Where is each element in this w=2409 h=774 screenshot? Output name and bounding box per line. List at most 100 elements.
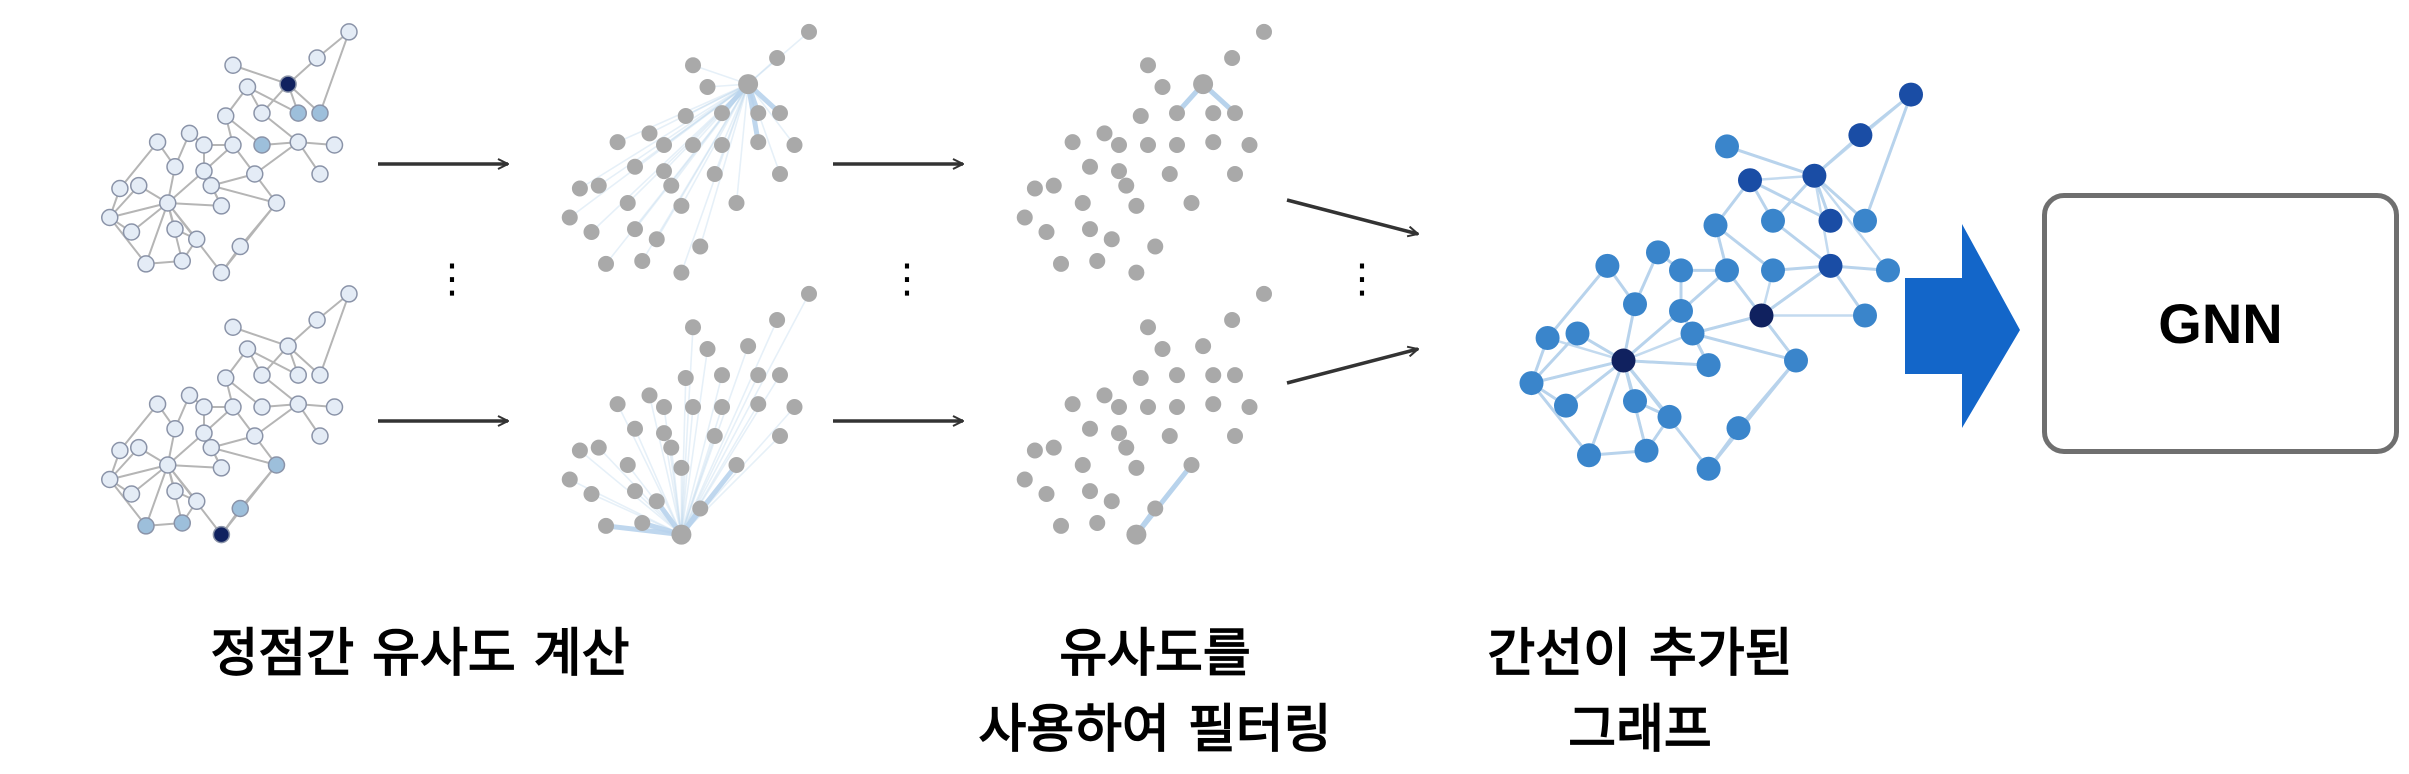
- graph-node: [231, 499, 249, 518]
- graph-node: [740, 338, 757, 355]
- graph-node: [289, 395, 307, 413]
- graph-node: [714, 399, 730, 415]
- graph-node: [308, 311, 326, 329]
- graph-edge: [1863, 94, 1913, 222]
- graph-node: [1565, 321, 1590, 346]
- graph-node: [750, 105, 767, 122]
- graph-node: [583, 224, 600, 240]
- graph-node: [1161, 428, 1178, 444]
- graph-node: [122, 485, 141, 503]
- graph-edge: [1726, 145, 1815, 178]
- graph-node: [1646, 240, 1670, 265]
- graph-node: [1111, 425, 1127, 442]
- graph-node: [1726, 416, 1751, 441]
- graph-node: [1205, 134, 1222, 151]
- graph-node: [1132, 108, 1149, 124]
- graph-node: [1169, 105, 1185, 122]
- graph-node: [699, 79, 716, 95]
- graph-node: [1848, 123, 1873, 148]
- graph-node: [1256, 285, 1272, 302]
- graph-node: [1183, 457, 1200, 473]
- graph-node: [1074, 457, 1091, 473]
- graph-node: [1082, 483, 1098, 500]
- graph-node: [1128, 264, 1145, 281]
- graph-node: [1132, 370, 1149, 386]
- similarity-edge: [663, 83, 749, 146]
- flow-arrow-3-top: [1286, 198, 1418, 234]
- graph-node: [619, 195, 636, 211]
- graph-node: [238, 78, 257, 96]
- graph-node: [1205, 105, 1222, 122]
- graph-node: [137, 517, 155, 535]
- graph-node: [634, 515, 651, 531]
- graph-node: [1053, 255, 1069, 272]
- added-edge: [1587, 360, 1625, 456]
- graph-node: [202, 438, 220, 457]
- graph-edge: [210, 184, 277, 204]
- graph-node: [1195, 338, 1212, 355]
- graph-node: [340, 23, 358, 41]
- caption-step3-line1: 간선이 추가된: [1487, 624, 1793, 684]
- graph-node: [634, 253, 651, 269]
- graph-node: [583, 486, 600, 502]
- graph-node: [246, 427, 264, 445]
- similarity-edge: [713, 83, 749, 175]
- graph-node: [253, 366, 271, 384]
- graph-node: [130, 438, 148, 457]
- graph-edge: [1714, 224, 1774, 272]
- graph-node: [1016, 471, 1033, 488]
- graph-node: [311, 104, 329, 122]
- graph-node: [590, 177, 607, 194]
- similarity-edge: [648, 395, 683, 535]
- graph-edge: [108, 478, 147, 527]
- graph-node: [1595, 253, 1620, 278]
- graph-node: [166, 158, 184, 176]
- similarity-edge: [680, 435, 781, 536]
- graph-node: [571, 442, 588, 459]
- graph-node: [738, 74, 759, 95]
- graph-node: [1111, 399, 1127, 415]
- similarity-edge: [634, 83, 749, 230]
- caption-filtering: 유사도를 사용하여 필터링: [895, 616, 1415, 768]
- graph-node: [1696, 456, 1721, 481]
- graph-edge: [167, 202, 222, 207]
- graph-node: [706, 428, 723, 444]
- graph-node: [750, 134, 767, 151]
- graph-node: [609, 134, 626, 151]
- graph-node: [195, 136, 213, 154]
- similarity-edge: [670, 83, 749, 187]
- graph-node: [1089, 515, 1106, 531]
- graph-node: [159, 194, 177, 212]
- graph-node: [253, 398, 271, 416]
- similarity-edge: [699, 83, 749, 247]
- graph-node: [1118, 177, 1135, 194]
- graph-node: [677, 108, 694, 124]
- graph-node: [1154, 341, 1171, 357]
- graph-node: [212, 459, 231, 477]
- graph-node: [692, 500, 709, 517]
- graph-node: [598, 517, 614, 534]
- caption-augmented-graph: 간선이 추가된 그래프: [1420, 616, 1860, 768]
- graph-node: [1082, 420, 1098, 437]
- graph-node: [685, 319, 701, 336]
- graph-node: [1715, 258, 1739, 283]
- graph-node: [1669, 298, 1693, 323]
- graph-node: [609, 396, 626, 413]
- graph-node: [253, 104, 271, 122]
- graph-node: [1045, 177, 1062, 194]
- graph-node: [627, 420, 643, 437]
- graph-node: [656, 137, 672, 153]
- graph-node: [663, 439, 680, 456]
- graph-node: [1623, 389, 1647, 414]
- graph-node: [311, 165, 329, 183]
- graph-edge: [119, 141, 159, 190]
- graph-node: [188, 230, 206, 248]
- similarity-edge: [634, 428, 683, 535]
- graph-edge: [210, 446, 277, 466]
- graph-node: [619, 457, 636, 473]
- graph-node: [217, 107, 235, 125]
- graph-node: [685, 57, 701, 74]
- graph-edge: [119, 403, 159, 452]
- graph-node: [685, 399, 701, 415]
- graph-node: [1128, 459, 1145, 476]
